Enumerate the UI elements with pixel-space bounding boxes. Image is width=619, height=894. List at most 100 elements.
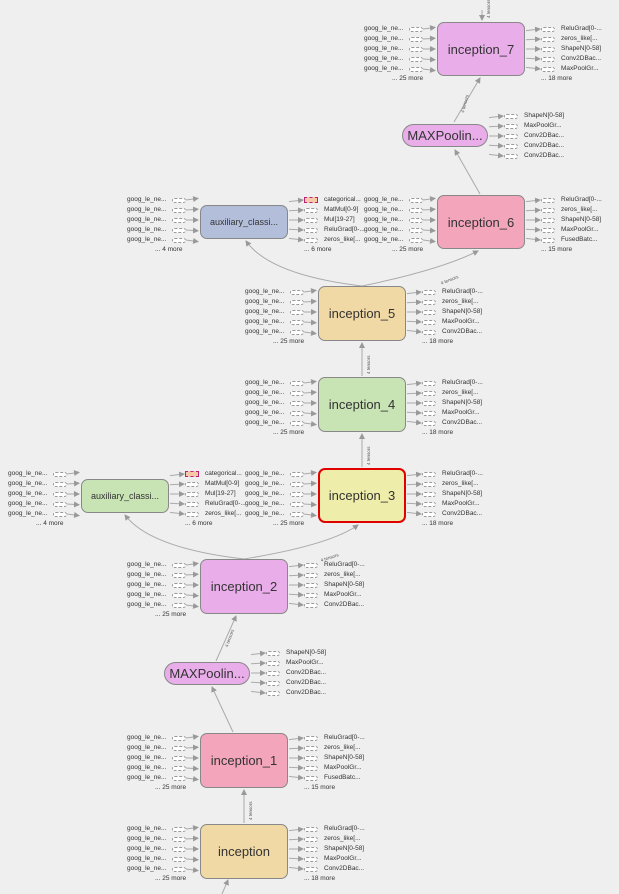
- output-placeholder[interactable]: [541, 208, 555, 213]
- input-placeholder[interactable]: [409, 218, 423, 223]
- output-placeholder[interactable]: [185, 502, 199, 507]
- input-placeholder[interactable]: [172, 857, 186, 862]
- output-placeholder[interactable]: [422, 300, 436, 305]
- output-placeholder[interactable]: [504, 124, 518, 129]
- output-placeholder[interactable]: [541, 47, 555, 52]
- input-placeholder[interactable]: [409, 208, 423, 213]
- output-placeholder[interactable]: [304, 218, 318, 223]
- input-placeholder[interactable]: [172, 583, 186, 588]
- output-placeholder[interactable]: [266, 651, 280, 656]
- output-placeholder[interactable]: [185, 512, 199, 517]
- input-placeholder[interactable]: [172, 867, 186, 872]
- input-placeholder[interactable]: [290, 290, 304, 295]
- output-placeholder[interactable]: [304, 867, 318, 872]
- input-placeholder[interactable]: [172, 756, 186, 761]
- input-placeholder[interactable]: [172, 228, 186, 233]
- output-placeholder[interactable]: [422, 330, 436, 335]
- output-placeholder[interactable]: [304, 746, 318, 751]
- inception-7-node[interactable]: inception_7: [437, 22, 525, 76]
- output-placeholder[interactable]: [304, 603, 318, 608]
- output-placeholder[interactable]: [422, 482, 436, 487]
- input-placeholder[interactable]: [172, 218, 186, 223]
- input-placeholder[interactable]: [172, 746, 186, 751]
- input-placeholder[interactable]: [290, 421, 304, 426]
- output-placeholder[interactable]: [304, 776, 318, 781]
- output-placeholder[interactable]: [541, 228, 555, 233]
- input-placeholder[interactable]: [53, 482, 67, 487]
- input-placeholder[interactable]: [172, 827, 186, 832]
- input-placeholder[interactable]: [290, 401, 304, 406]
- input-placeholder[interactable]: [290, 492, 304, 497]
- output-placeholder[interactable]: [304, 827, 318, 832]
- input-placeholder[interactable]: [290, 411, 304, 416]
- output-placeholder[interactable]: [304, 837, 318, 842]
- maxpool-bottom-node[interactable]: MAXPoolin...: [164, 662, 250, 685]
- input-placeholder[interactable]: [290, 482, 304, 487]
- input-placeholder[interactable]: [290, 502, 304, 507]
- inception-5-node[interactable]: inception_5: [318, 286, 406, 341]
- output-placeholder[interactable]: [304, 208, 318, 213]
- output-placeholder[interactable]: [266, 671, 280, 676]
- input-placeholder[interactable]: [53, 492, 67, 497]
- input-placeholder[interactable]: [290, 472, 304, 477]
- input-placeholder[interactable]: [53, 512, 67, 517]
- output-placeholder[interactable]: [541, 198, 555, 203]
- input-placeholder[interactable]: [409, 198, 423, 203]
- input-placeholder[interactable]: [290, 381, 304, 386]
- output-placeholder[interactable]: [422, 381, 436, 386]
- input-placeholder[interactable]: [290, 300, 304, 305]
- output-placeholder[interactable]: [422, 472, 436, 477]
- output-placeholder[interactable]: [541, 238, 555, 243]
- input-placeholder[interactable]: [172, 776, 186, 781]
- output-placeholder[interactable]: [185, 482, 199, 487]
- input-placeholder[interactable]: [409, 228, 423, 233]
- output-placeholder[interactable]: [304, 197, 318, 203]
- output-placeholder[interactable]: [422, 310, 436, 315]
- output-placeholder[interactable]: [304, 583, 318, 588]
- input-placeholder[interactable]: [290, 512, 304, 517]
- output-placeholder[interactable]: [266, 661, 280, 666]
- input-placeholder[interactable]: [409, 238, 423, 243]
- output-placeholder[interactable]: [304, 766, 318, 771]
- input-placeholder[interactable]: [409, 37, 423, 42]
- output-placeholder[interactable]: [504, 134, 518, 139]
- output-placeholder[interactable]: [304, 593, 318, 598]
- auxiliary-classifier-top-node[interactable]: auxiliary_classi...: [200, 205, 288, 239]
- output-placeholder[interactable]: [185, 492, 199, 497]
- output-placeholder[interactable]: [304, 847, 318, 852]
- output-placeholder[interactable]: [541, 57, 555, 62]
- input-placeholder[interactable]: [409, 27, 423, 32]
- output-placeholder[interactable]: [422, 411, 436, 416]
- output-placeholder[interactable]: [422, 401, 436, 406]
- input-placeholder[interactable]: [172, 847, 186, 852]
- input-placeholder[interactable]: [53, 472, 67, 477]
- input-placeholder[interactable]: [290, 320, 304, 325]
- output-placeholder[interactable]: [504, 154, 518, 159]
- output-placeholder[interactable]: [304, 563, 318, 568]
- input-placeholder[interactable]: [172, 593, 186, 598]
- output-placeholder[interactable]: [541, 37, 555, 42]
- output-placeholder[interactable]: [422, 512, 436, 517]
- input-placeholder[interactable]: [172, 837, 186, 842]
- input-placeholder[interactable]: [172, 736, 186, 741]
- input-placeholder[interactable]: [172, 198, 186, 203]
- inception-4-node[interactable]: inception_4: [318, 377, 406, 432]
- output-placeholder[interactable]: [304, 228, 318, 233]
- input-placeholder[interactable]: [409, 47, 423, 52]
- output-placeholder[interactable]: [185, 471, 199, 477]
- input-placeholder[interactable]: [172, 573, 186, 578]
- inception-2-node[interactable]: inception_2: [200, 559, 288, 614]
- output-placeholder[interactable]: [422, 290, 436, 295]
- inception-node[interactable]: inception: [200, 824, 288, 879]
- output-placeholder[interactable]: [304, 756, 318, 761]
- input-placeholder[interactable]: [172, 238, 186, 243]
- inception-6-node[interactable]: inception_6: [437, 195, 525, 249]
- input-placeholder[interactable]: [172, 208, 186, 213]
- output-placeholder[interactable]: [504, 114, 518, 119]
- output-placeholder[interactable]: [541, 27, 555, 32]
- output-placeholder[interactable]: [422, 421, 436, 426]
- input-placeholder[interactable]: [290, 391, 304, 396]
- maxpool-top-node[interactable]: MAXPoolin...: [402, 124, 488, 147]
- inception-3-node[interactable]: inception_3: [318, 468, 406, 523]
- input-placeholder[interactable]: [53, 502, 67, 507]
